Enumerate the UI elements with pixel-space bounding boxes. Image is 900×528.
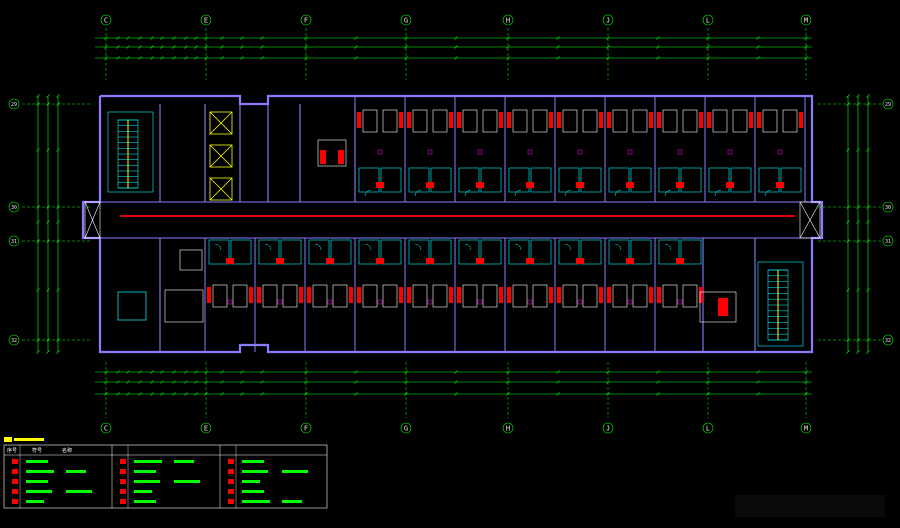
grid-bubble	[100, 14, 112, 26]
grid-label-col: F	[304, 16, 308, 24]
grid-label-col: C	[104, 16, 108, 24]
grid-bubble	[602, 14, 614, 26]
grid-label-row: 29	[11, 102, 17, 108]
grid-bubble	[100, 422, 112, 434]
grid-bubble	[702, 14, 714, 26]
stair-left	[107, 111, 154, 193]
dimension-lines	[37, 37, 869, 395]
grid-label-col: J	[606, 16, 610, 24]
grid-bubble	[800, 422, 812, 434]
grid-label-col: E	[204, 424, 208, 432]
grid-label-row: 29	[885, 102, 891, 108]
grid-bubble	[602, 422, 614, 434]
legend-header-symbol: 符号	[32, 447, 42, 454]
grid-bubble	[8, 235, 20, 247]
grid-label-row: 31	[11, 239, 17, 245]
grid-label-row: 30	[885, 205, 891, 211]
grid-bubble	[400, 422, 412, 434]
grid-bubble	[400, 14, 412, 26]
grid-bubble	[882, 98, 894, 110]
grid-bubble	[702, 422, 714, 434]
grid-bubble	[502, 14, 514, 26]
elevator-shafts	[209, 111, 233, 201]
grid-bubble	[882, 334, 894, 346]
grid-label-col: G	[404, 424, 408, 432]
room-partitions	[204, 96, 806, 352]
right-end-box	[84, 201, 821, 239]
grid-bubble	[502, 422, 514, 434]
grid-label-row: 31	[885, 239, 891, 245]
interior-walls	[100, 104, 812, 352]
grid-label-col: M	[804, 424, 808, 432]
grid-bubble	[200, 14, 212, 26]
grid-lines	[22, 28, 882, 418]
grid-label-col: J	[606, 424, 610, 432]
legend-rows	[12, 459, 308, 504]
grid-label-col: H	[506, 424, 510, 432]
grid-bubble	[300, 422, 312, 434]
grid-bubble	[200, 422, 212, 434]
grid-label-col: E	[204, 16, 208, 24]
left-equipment	[117, 139, 737, 323]
grid-label-col: M	[804, 16, 808, 24]
grid-label-col: G	[404, 16, 408, 24]
grid-label-col: C	[104, 424, 108, 432]
grid-bubble	[800, 14, 812, 26]
building-outline	[81, 94, 824, 354]
grid-bubble	[882, 201, 894, 213]
grid-label-col: L	[706, 424, 710, 432]
wards-top	[357, 109, 803, 197]
grid-label-row: 30	[11, 205, 17, 211]
grid-label-row: 32	[11, 338, 17, 344]
grid-bubble	[8, 98, 20, 110]
grid-bubble	[882, 235, 894, 247]
grid-bubbles: C C E E F F G G H H J J L L M M 29 29 30 30 31 31 32 32	[8, 14, 894, 434]
grid-label-col: H	[506, 16, 510, 24]
stair-right	[757, 261, 804, 347]
legend-header-name: 名称	[62, 447, 72, 454]
watermark	[735, 495, 885, 517]
stair-right-steps	[768, 269, 788, 341]
wards-bottom	[207, 239, 703, 308]
grid-label-col: L	[706, 16, 710, 24]
grid-bubble	[8, 334, 20, 346]
stair-left-steps	[118, 119, 138, 189]
legend-table: 序号 符号 名称	[3, 437, 328, 509]
legend-header-index: 序号	[7, 447, 17, 454]
grid-label-col: F	[304, 424, 308, 432]
grid-label-row: 32	[885, 338, 891, 344]
grid-bubble	[300, 14, 312, 26]
grid-bubble	[8, 201, 20, 213]
